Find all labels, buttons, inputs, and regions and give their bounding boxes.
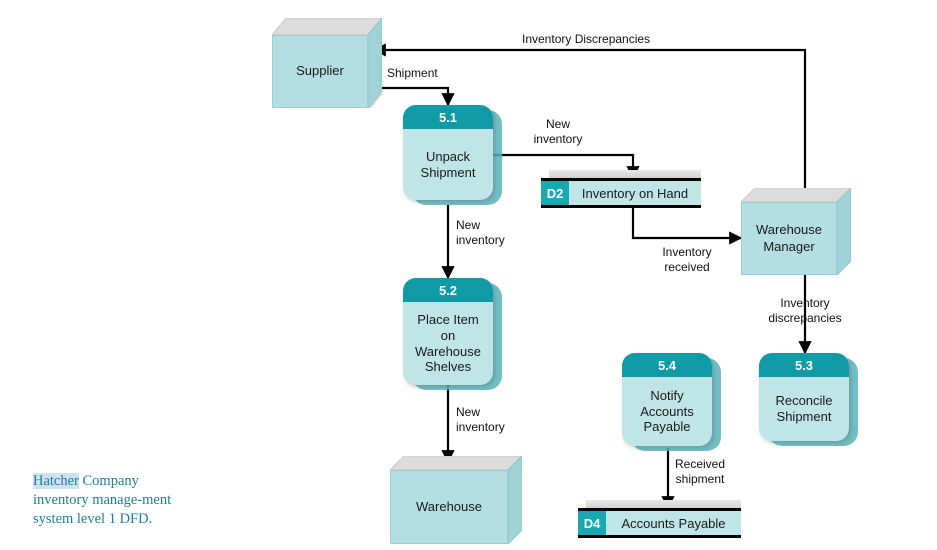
data-store-d4-body: D4 Accounts Payable [578,508,741,538]
data-store-d2-name: Inventory on Hand [581,185,689,201]
flow-label-inventory-discrepancies-53: Inventory discrepancies [768,296,842,325]
data-store-d4-code: D4 [578,511,606,535]
process-5-2-number: 5.2 [403,278,493,302]
supplier-label: Supplier [272,35,368,108]
data-store-d2-code: D2 [541,181,569,205]
warehouse-manager-label: Warehouse Manager [741,202,837,275]
warehouse-3d-sides [390,456,522,544]
process-5-2-body: 5.2 Place Item on Warehouse Shelves [403,278,493,385]
entity-supplier[interactable]: Supplier [272,18,382,108]
process-5-2[interactable]: 5.2 Place Item on Warehouse Shelves [403,278,502,390]
process-5-4-number: 5.4 [622,353,712,377]
flow-label-shipment: Shipment [387,66,438,80]
flow-label-new-inventory-d2: New inventory [533,117,583,146]
flow-label-new-inventory-52: New inventory [456,218,505,247]
data-store-d4[interactable]: D4 Accounts Payable [578,500,741,538]
process-5-1-number: 5.1 [403,105,493,129]
flow-label-new-inventory-warehouse: New inventory [456,405,505,434]
figure-caption: Hatcher Company inventory manage-ment sy… [33,472,178,529]
figure-caption-highlight: Hatcher [33,473,79,489]
process-5-1-body: 5.1 Unpack Shipment [403,105,493,200]
process-5-2-label: Place Item on Warehouse Shelves [415,311,481,375]
warehouse-label: Warehouse [390,470,508,544]
flow-label-received-shipment: Received shipment [674,457,726,486]
flow-label-inventory-received: Inventory received [662,245,712,274]
data-store-d4-3d-top [586,500,741,509]
figure-caption-rest: Company inventory manage-ment system lev… [33,473,172,528]
edge-shipment [370,86,455,107]
process-5-4-label: Notify Accounts Payable [640,387,694,435]
flow-label-inventory-discrepancies: Inventory Discrepancies [522,32,651,46]
process-5-1-label: Unpack Shipment [420,148,476,180]
warehouse-manager-3d-sides [741,188,851,275]
process-5-3-number: 5.3 [759,353,849,377]
data-store-d2-body: D2 Inventory on Hand [541,178,701,208]
process-5-3-label: Reconcile Shipment [775,393,833,424]
process-5-1[interactable]: 5.1 Unpack Shipment [403,105,502,205]
edge-inventory-received [631,208,743,245]
process-5-4[interactable]: 5.4 Notify Accounts Payable [622,353,721,451]
entity-warehouse[interactable]: Warehouse [390,456,522,544]
data-store-d2-3d-top [549,170,701,179]
process-5-3[interactable]: 5.3 Reconcile Shipment [759,353,858,446]
edge-inventory-discrepancies [372,43,807,202]
entity-warehouse-manager[interactable]: Warehouse Manager [741,188,851,275]
process-5-3-body: 5.3 Reconcile Shipment [759,353,849,441]
process-5-4-body: 5.4 Notify Accounts Payable [622,353,712,446]
data-store-d2[interactable]: D2 Inventory on Hand [541,170,701,208]
data-store-d4-name: Accounts Payable [621,515,726,531]
